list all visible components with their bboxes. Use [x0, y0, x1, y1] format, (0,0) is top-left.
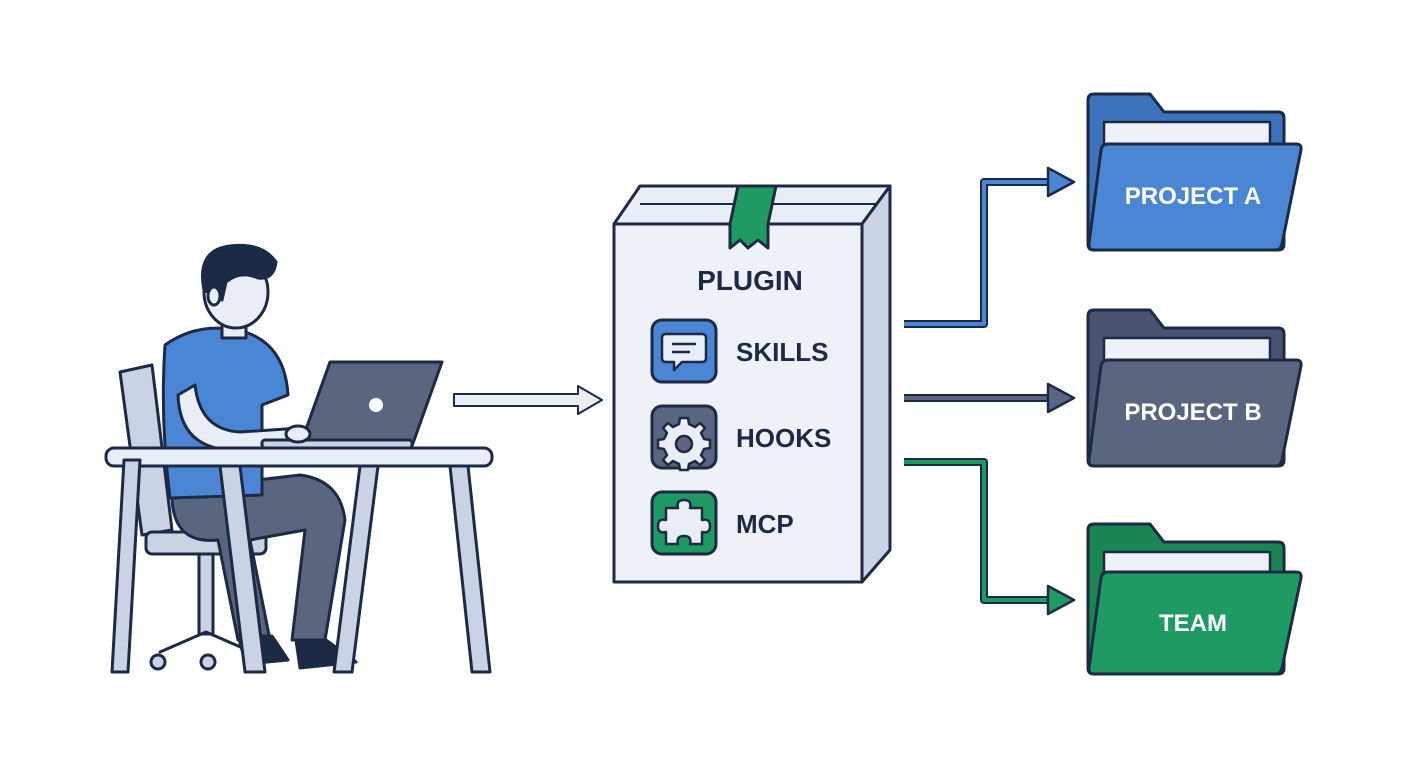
desk-leg-mid — [332, 464, 380, 674]
laptop-logo — [369, 398, 383, 412]
folder-project-a — [1086, 92, 1303, 252]
desk-top — [104, 446, 494, 468]
mcp-label: MCP — [736, 509, 794, 539]
chair-base — [158, 630, 254, 654]
chair-post — [197, 552, 215, 636]
folder-project-a-label: PROJECT A — [1125, 183, 1261, 210]
hand — [284, 424, 312, 444]
chair-front-leg — [110, 458, 142, 674]
trousers — [170, 473, 347, 642]
plugin-title: PLUGIN — [697, 265, 803, 296]
gear-icon — [656, 416, 712, 472]
folder-front — [1087, 142, 1303, 252]
arrow-to-project-b — [904, 382, 1076, 414]
skills-label: SKILLS — [736, 337, 828, 367]
folder-front — [1087, 358, 1303, 468]
plugin-box-side — [860, 184, 892, 584]
folder-project-b — [1086, 308, 1303, 468]
plugin-item-mcp: MCP — [650, 490, 794, 556]
chair-wheel-mid — [199, 653, 217, 671]
hooks-label: HOOKS — [736, 423, 831, 453]
folder-front — [1087, 570, 1303, 676]
arrow-to-project-a — [904, 166, 1076, 328]
person-at-desk-illustration — [104, 243, 494, 674]
hair — [201, 243, 278, 302]
ear — [206, 285, 222, 307]
tape — [728, 184, 778, 250]
plugin-item-skills: SKILLS — [650, 318, 828, 384]
chat-bubble-icon — [660, 332, 708, 372]
arrow-to-plugin — [453, 385, 603, 415]
puzzle-piece-icon — [656, 498, 712, 546]
folder-team — [1086, 522, 1303, 676]
laptop-base — [260, 438, 414, 450]
plugin-item-hooks: HOOKS — [650, 404, 831, 472]
folder-team-label: TEAM — [1159, 610, 1227, 637]
desk-leg-right — [448, 464, 492, 674]
desk-leg-left — [218, 464, 267, 674]
arrow-to-team — [904, 458, 1076, 616]
folder-project-b-label: PROJECT B — [1124, 399, 1261, 426]
chair-wheel-left — [149, 653, 167, 671]
